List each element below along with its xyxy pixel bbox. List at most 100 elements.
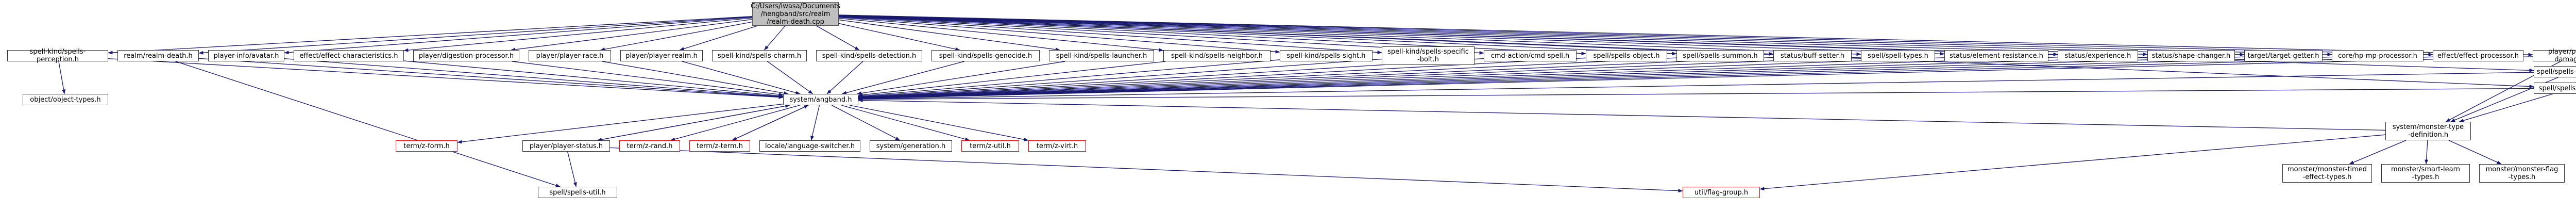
edge-monster_type_def-to-angband — [858, 99, 2386, 131]
node-smart-learn[interactable]: monster/smart-learn -types.h — [2381, 164, 2470, 183]
edge-perception-to-object_types — [58, 61, 66, 94]
edge-root-to-target_getter — [838, 14, 2245, 57]
edge-root-to-shape_changer — [838, 14, 2148, 56]
node-label: status/buff-setter.h — [1781, 52, 1844, 60]
node-cmd-spell[interactable]: cmd-action/cmd-spell.h — [1484, 50, 1577, 61]
node-hp-processor[interactable]: core/hp-mp-processor.h — [2332, 50, 2424, 61]
node-label: monster/smart-learn -types.h — [2391, 166, 2460, 181]
node-label: effect/effect-processor.h — [2437, 52, 2519, 60]
node-label: player/player-realm.h — [625, 52, 698, 60]
node-launcher[interactable]: spell-kind/spells-launcher.h — [1049, 50, 1154, 61]
node-z-util[interactable]: term/z-util.h — [961, 140, 1019, 152]
node-sight[interactable]: spell-kind/spells-sight.h — [1280, 50, 1372, 61]
edge-effect_processor-to-angband — [858, 56, 2433, 101]
edge-realm_death-to-spells_util — [175, 61, 561, 187]
node-monster-timed[interactable]: monster/monster-timed -effect-types.h — [2282, 164, 2372, 183]
node-label: locale/language-switcher.h — [765, 142, 855, 150]
edge-spells_status-to-monster_type_def — [2459, 93, 2553, 122]
node-element-resist[interactable]: status/element-resistance.h — [1944, 50, 2048, 61]
node-label: effect/effect-characteristics.h — [299, 52, 398, 60]
node-label: cmd-action/cmd-spell.h — [1490, 52, 1570, 60]
node-target-getter[interactable]: target/target-getter.h — [2244, 50, 2323, 61]
node-monster-type-def[interactable]: system/monster-type -definition.h — [2385, 122, 2471, 140]
node-label: core/hp-mp-processor.h — [2338, 52, 2417, 60]
node-specific-bolt[interactable]: spell-kind/spells-specific -bolt.h — [1382, 46, 1475, 65]
edge-element_resist-to-angband — [858, 57, 1945, 100]
edge-root-to-effect_processor — [838, 14, 2433, 57]
node-lang-switcher[interactable]: locale/language-switcher.h — [759, 140, 860, 152]
node-neighbor[interactable]: spell-kind/spells-neighbor.h — [1163, 50, 1270, 61]
node-spell-types[interactable]: spell/spell-types.h — [1861, 50, 1935, 61]
edge-root-to-sight — [838, 17, 1280, 54]
node-label: term/z-rand.h — [626, 142, 673, 150]
node-label: spell/spells-util.h — [549, 188, 606, 197]
edge-root-to-spells_summon — [838, 15, 1677, 56]
node-label: system/generation.h — [876, 142, 946, 150]
edge-root-to-digestion — [511, 19, 753, 52]
node-effect-processor[interactable]: effect/effect-processor.h — [2433, 50, 2523, 61]
node-monster-flag[interactable]: monster/monster-flag -types.h — [2479, 164, 2565, 183]
node-spells-status[interactable]: spell/spells-status.h — [2534, 83, 2576, 94]
node-digestion[interactable]: player/digestion-processor.h — [413, 50, 519, 61]
node-perception[interactable]: spell-kind/spells-perception.h — [7, 48, 108, 63]
node-detection[interactable]: spell-kind/spells-detection.h — [816, 50, 922, 61]
node-label: spell-kind/spells-launcher.h — [1056, 52, 1147, 60]
node-angband[interactable]: system/angband.h — [783, 94, 858, 105]
node-label: status/element-resistance.h — [1950, 52, 2043, 60]
edge-effect_char-to-angband — [403, 60, 784, 98]
node-z-rand[interactable]: term/z-rand.h — [619, 140, 680, 152]
node-label: player/player-status.h — [529, 142, 603, 150]
node-label: player/player-race.h — [536, 52, 604, 60]
edge-root-to-realm_death — [198, 16, 753, 55]
node-label: spell/spells-status.h — [2538, 84, 2576, 92]
node-z-term[interactable]: term/z-term.h — [689, 140, 750, 152]
node-experience[interactable]: status/experience.h — [2058, 50, 2138, 61]
edge-neighbor-to-angband — [858, 61, 1166, 97]
node-label: term/z-term.h — [696, 142, 743, 150]
edge-player_status-to-spells_util — [567, 151, 577, 187]
node-realm-death[interactable]: realm/realm-death.h — [117, 50, 199, 61]
node-shape-changer[interactable]: status/shape-changer.h — [2147, 50, 2235, 61]
node-buff-setter[interactable]: status/buff-setter.h — [1773, 50, 1852, 61]
node-z-virt[interactable]: term/z-virt.h — [1028, 140, 1086, 152]
node-player-status[interactable]: player/player-status.h — [522, 140, 610, 152]
node-generation[interactable]: system/generation.h — [870, 140, 952, 152]
node-charm[interactable]: spell-kind/spells-charm.h — [712, 50, 807, 61]
node-label: spell/spells-object.h — [1593, 52, 1660, 60]
node-term-h[interactable]: term/z-form.h — [396, 140, 457, 152]
node-label: player-info/avatar.h — [213, 52, 279, 60]
node-label: C:/Users/iwasa/Documents /hengband/src/r… — [750, 2, 841, 26]
node-spells-summon[interactable]: spell/spells-summon.h — [1676, 50, 1764, 61]
node-player-realm[interactable]: player/player-realm.h — [620, 50, 703, 61]
node-label: status/shape-changer.h — [2151, 52, 2231, 60]
node-label: term/z-util.h — [970, 142, 1011, 150]
node-label: status/experience.h — [2064, 52, 2131, 60]
edge-player_realm-to-angband — [682, 61, 801, 95]
node-flag-group[interactable]: util/flag-group.h — [1683, 187, 1760, 198]
node-genocide[interactable]: spell-kind/spells-genocide.h — [931, 50, 1040, 61]
edge-angband-to-generation — [832, 105, 901, 141]
edge-root-to-hp_processor — [838, 14, 2332, 56]
edge-root-to-neighbor — [838, 18, 1164, 52]
node-object-types[interactable]: object/object-types.h — [23, 94, 108, 105]
node-spells-util[interactable]: spell/spells-util.h — [538, 187, 617, 198]
node-player-race[interactable]: player/player-race.h — [529, 50, 611, 61]
node-root: C:/Users/iwasa/Documents /hengband/src/r… — [750, 2, 841, 26]
edge-root-to-cmd_spell — [838, 16, 1484, 55]
node-label: spell-kind/spells-perception.h — [29, 48, 86, 63]
node-label: player/digestion-processor.h — [418, 52, 514, 60]
node-player-damage[interactable]: player/player-damage.h — [2533, 48, 2576, 63]
edge-shape_changer-to-angband — [858, 57, 2148, 100]
node-label: spell/spell-types.h — [1868, 52, 1928, 60]
node-effect-char[interactable]: effect/effect-characteristics.h — [294, 50, 404, 61]
edge-buff_setter-to-angband — [858, 57, 1774, 100]
node-info-avatar[interactable]: player-info/avatar.h — [208, 50, 284, 61]
edge-perception-to-angband — [108, 58, 784, 99]
edge-root-to-player_damage — [838, 14, 2533, 57]
node-label: spell-kind/spells-sight.h — [1286, 52, 1366, 60]
edge-sight-to-angband — [858, 59, 1280, 98]
edge-z_term-to-angband — [732, 105, 809, 141]
node-label: target/target-getter.h — [2247, 52, 2319, 60]
node-spells-object[interactable]: spell/spells-object.h — [1586, 50, 1667, 61]
node-spells-diceroll[interactable]: spell/spells-diceroll.h — [2534, 66, 2576, 77]
